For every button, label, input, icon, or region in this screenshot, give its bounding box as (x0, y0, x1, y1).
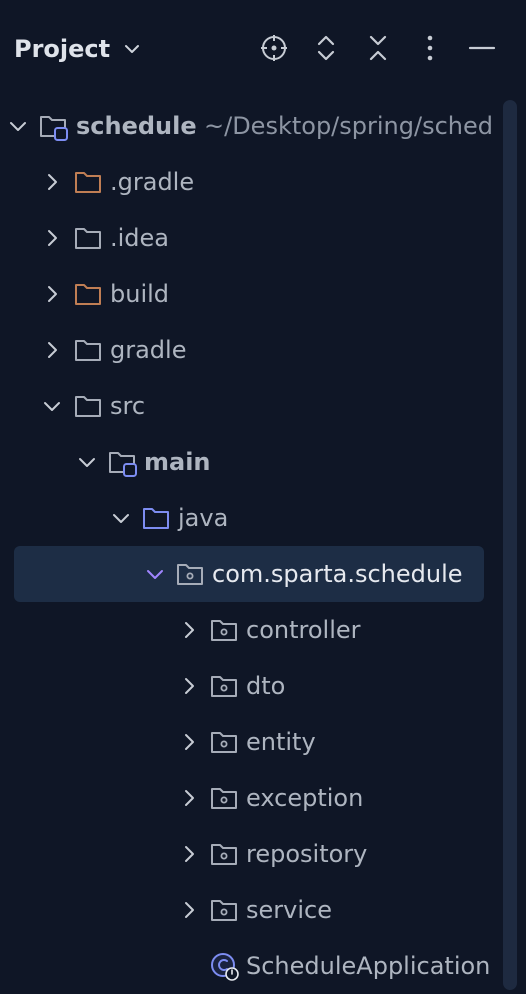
tree-row-controller[interactable]: controller (0, 602, 500, 658)
tree-label: repository (246, 840, 368, 868)
tree-row-service[interactable]: service (0, 882, 500, 938)
chevron-right-icon[interactable] (179, 788, 199, 808)
tree-path-suffix: ~/Desktop/spring/sched (204, 112, 493, 140)
tree-row-build[interactable]: build (0, 266, 500, 322)
tree-label: entity (246, 728, 316, 756)
tree-label: java (178, 504, 229, 532)
chevron-down-icon[interactable] (42, 396, 62, 416)
package-icon (211, 900, 237, 921)
minimize-button[interactable] (462, 28, 502, 68)
collapse-all-button[interactable] (358, 28, 398, 68)
tree-label: gradle (110, 336, 187, 364)
expand-all-button[interactable] (306, 28, 346, 68)
chevron-right-icon[interactable] (179, 620, 199, 640)
chevron-down-icon (125, 45, 140, 53)
module-folder-icon (40, 116, 68, 141)
tree-row-repository[interactable]: repository (0, 826, 500, 882)
tree-label: build (110, 280, 170, 308)
tree-row-gradle[interactable]: gradle (0, 322, 500, 378)
tree-row-dto[interactable]: dto (0, 658, 500, 714)
tree-row-idea[interactable]: .idea (0, 210, 500, 266)
tree-row-src[interactable]: src (0, 378, 500, 434)
project-tree: schedule ~/Desktop/spring/sched .gradle … (0, 98, 500, 994)
chevron-down-icon[interactable] (77, 452, 97, 472)
more-options-icon (427, 35, 433, 61)
tree-row-exception[interactable]: exception (0, 770, 500, 826)
chevron-right-icon[interactable] (179, 900, 199, 920)
tree-label: .gradle (110, 168, 195, 196)
tree-row-schedule-application[interactable]: ScheduleApplication (0, 938, 500, 994)
package-icon (211, 788, 237, 809)
module-folder-icon (109, 452, 137, 477)
tree-label: src (110, 392, 146, 420)
vertical-scrollbar[interactable] (503, 100, 517, 990)
package-icon (211, 844, 237, 865)
locate-icon (261, 35, 287, 61)
tree-row-gradle-cache[interactable]: .gradle (0, 154, 500, 210)
tree-label: service (246, 896, 332, 924)
chevron-right-icon[interactable] (42, 340, 62, 360)
spring-boot-class-icon (211, 953, 239, 981)
tree-label: exception (246, 784, 364, 812)
tree-label: schedule (76, 112, 197, 140)
minimize-icon (468, 46, 496, 50)
locate-button[interactable] (254, 28, 294, 68)
tree-row-java[interactable]: java (0, 490, 500, 546)
folder-icon (75, 340, 101, 361)
tree-label: dto (246, 672, 286, 700)
tree-label: controller (246, 616, 361, 644)
project-title: Project (14, 35, 111, 63)
folder-orange-icon (75, 172, 101, 193)
tree-row-entity[interactable]: entity (0, 714, 500, 770)
source-folder-icon (143, 508, 169, 529)
tree-label: com.sparta.schedule (212, 560, 463, 588)
folder-icon (75, 396, 101, 417)
folder-orange-icon (75, 284, 101, 305)
project-header: Project (0, 0, 526, 98)
tree-label: ScheduleApplication (246, 952, 491, 980)
tree-row-com-sparta-schedule[interactable]: com.sparta.schedule (0, 546, 500, 602)
package-icon (211, 732, 237, 753)
chevron-down-icon[interactable] (145, 564, 165, 584)
chevron-down-icon[interactable] (111, 508, 131, 528)
more-options-button[interactable] (410, 28, 450, 68)
chevron-down-icon[interactable] (8, 116, 28, 136)
tree-label: main (144, 448, 211, 476)
chevron-right-icon[interactable] (179, 676, 199, 696)
package-icon (211, 620, 237, 641)
folder-icon (75, 228, 101, 249)
tree-row-schedule[interactable]: schedule ~/Desktop/spring/sched (0, 98, 500, 154)
package-icon (177, 564, 203, 585)
tree-label: .idea (110, 224, 170, 252)
expand-all-icon (317, 35, 335, 61)
project-view-selector[interactable]: Project (14, 30, 140, 68)
tree-row-main[interactable]: main (0, 434, 500, 490)
chevron-right-icon[interactable] (179, 844, 199, 864)
chevron-right-icon[interactable] (179, 732, 199, 752)
chevron-right-icon[interactable] (42, 284, 62, 304)
chevron-right-icon[interactable] (42, 228, 62, 248)
chevron-right-icon[interactable] (42, 172, 62, 192)
collapse-all-icon (369, 35, 387, 61)
package-icon (211, 676, 237, 697)
selection-highlight (14, 546, 484, 602)
